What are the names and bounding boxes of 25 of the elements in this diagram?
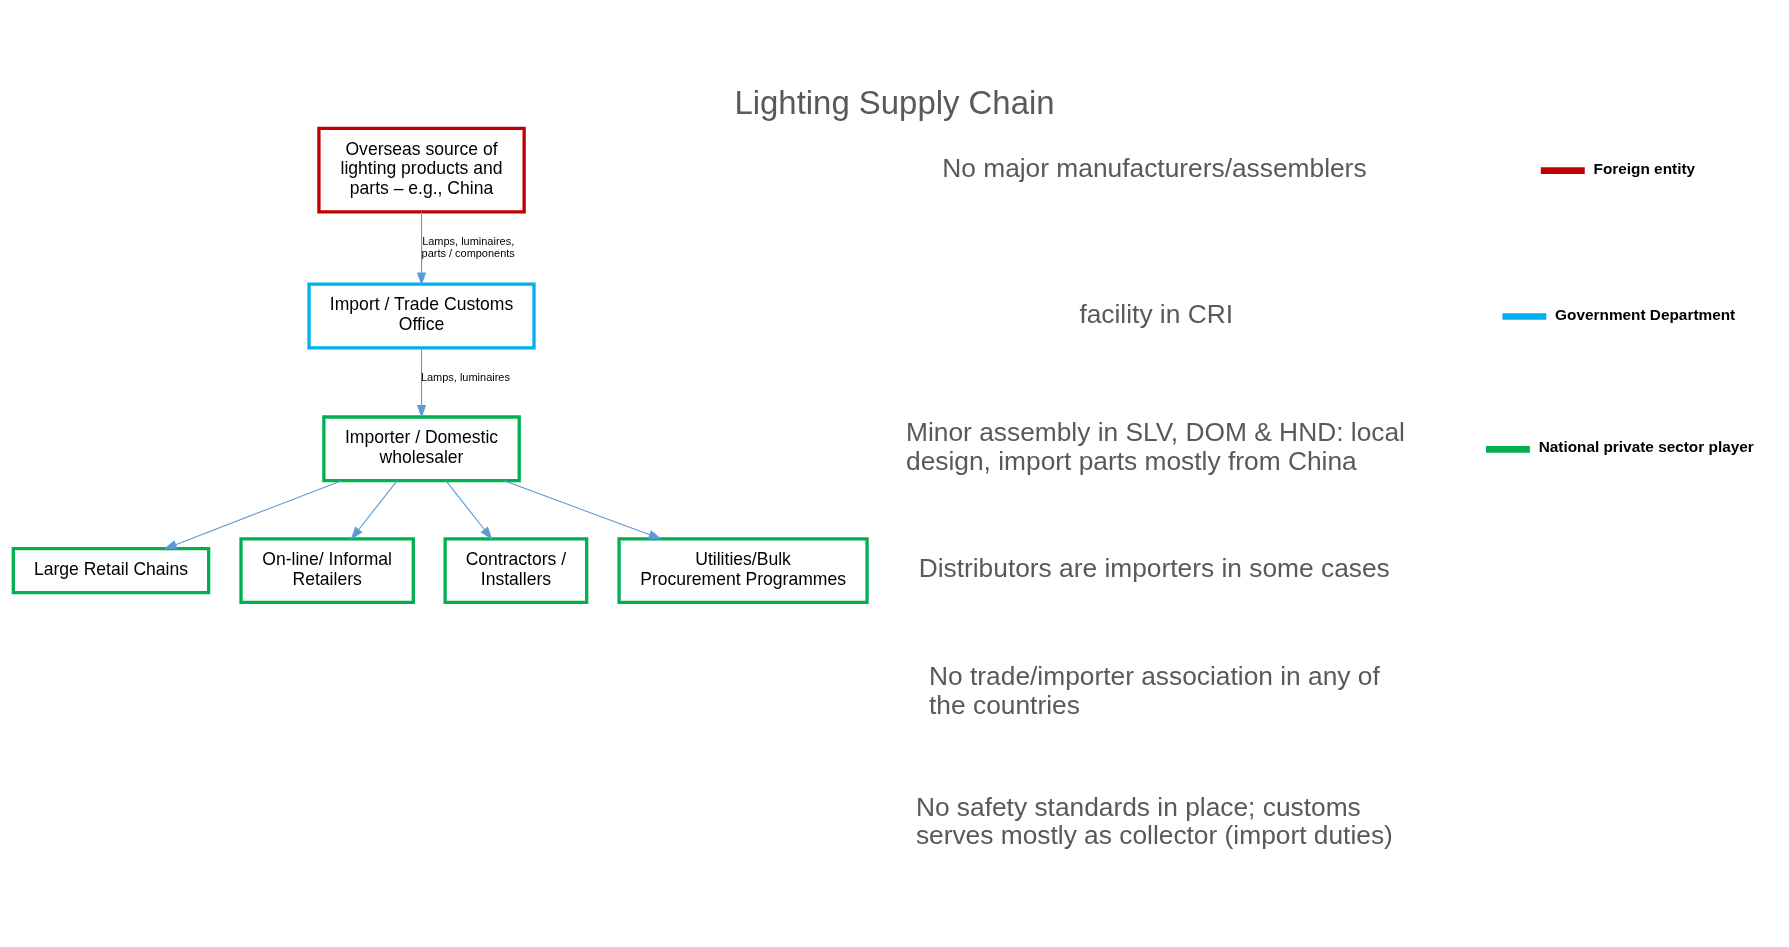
arrow (445, 480, 493, 540)
legend-label: Government Department (1555, 305, 1736, 323)
label: No major manufacturers/assemblers (942, 152, 1367, 183)
label: No trade/importer association in any of the countries (929, 660, 1380, 720)
arrow (503, 480, 662, 540)
node-box: Overseas source of lighting products and parts – e.g., China (317, 126, 526, 214)
diagram-title: Lighting Supply Chain (734, 84, 1055, 122)
label: facility in CRI (1079, 298, 1234, 329)
edge-label: Lamps, luminaires (420, 370, 510, 383)
arrow (350, 480, 398, 540)
node-box: Importer / Domestic wholesaler (322, 415, 521, 483)
edge-label: Lamps, luminaires, parts / components (421, 234, 515, 259)
node-box: Contractors / Installers (443, 537, 589, 605)
legend-label: Foreign entity (1593, 159, 1696, 177)
node-box: Utilities/Bulk Procurement Programmes (617, 537, 869, 605)
label: Minor assembly in SLV, DOM & HND: local design, import parts mostly from China (906, 417, 1405, 476)
arrow (416, 211, 427, 286)
arrow (163, 480, 343, 550)
node-box: Import / Trade Customs Office (307, 282, 536, 350)
node-box: Large Retail Chains (11, 547, 211, 595)
label: Distributors are importers in some cases (918, 553, 1390, 584)
legend-label: National private sector player (1538, 438, 1754, 456)
arrow (416, 347, 427, 419)
node-box: On-line/ Informal Retailers (239, 537, 415, 605)
label: No safety standards in place; customs serves mostly as collector (import duties) (915, 791, 1393, 851)
